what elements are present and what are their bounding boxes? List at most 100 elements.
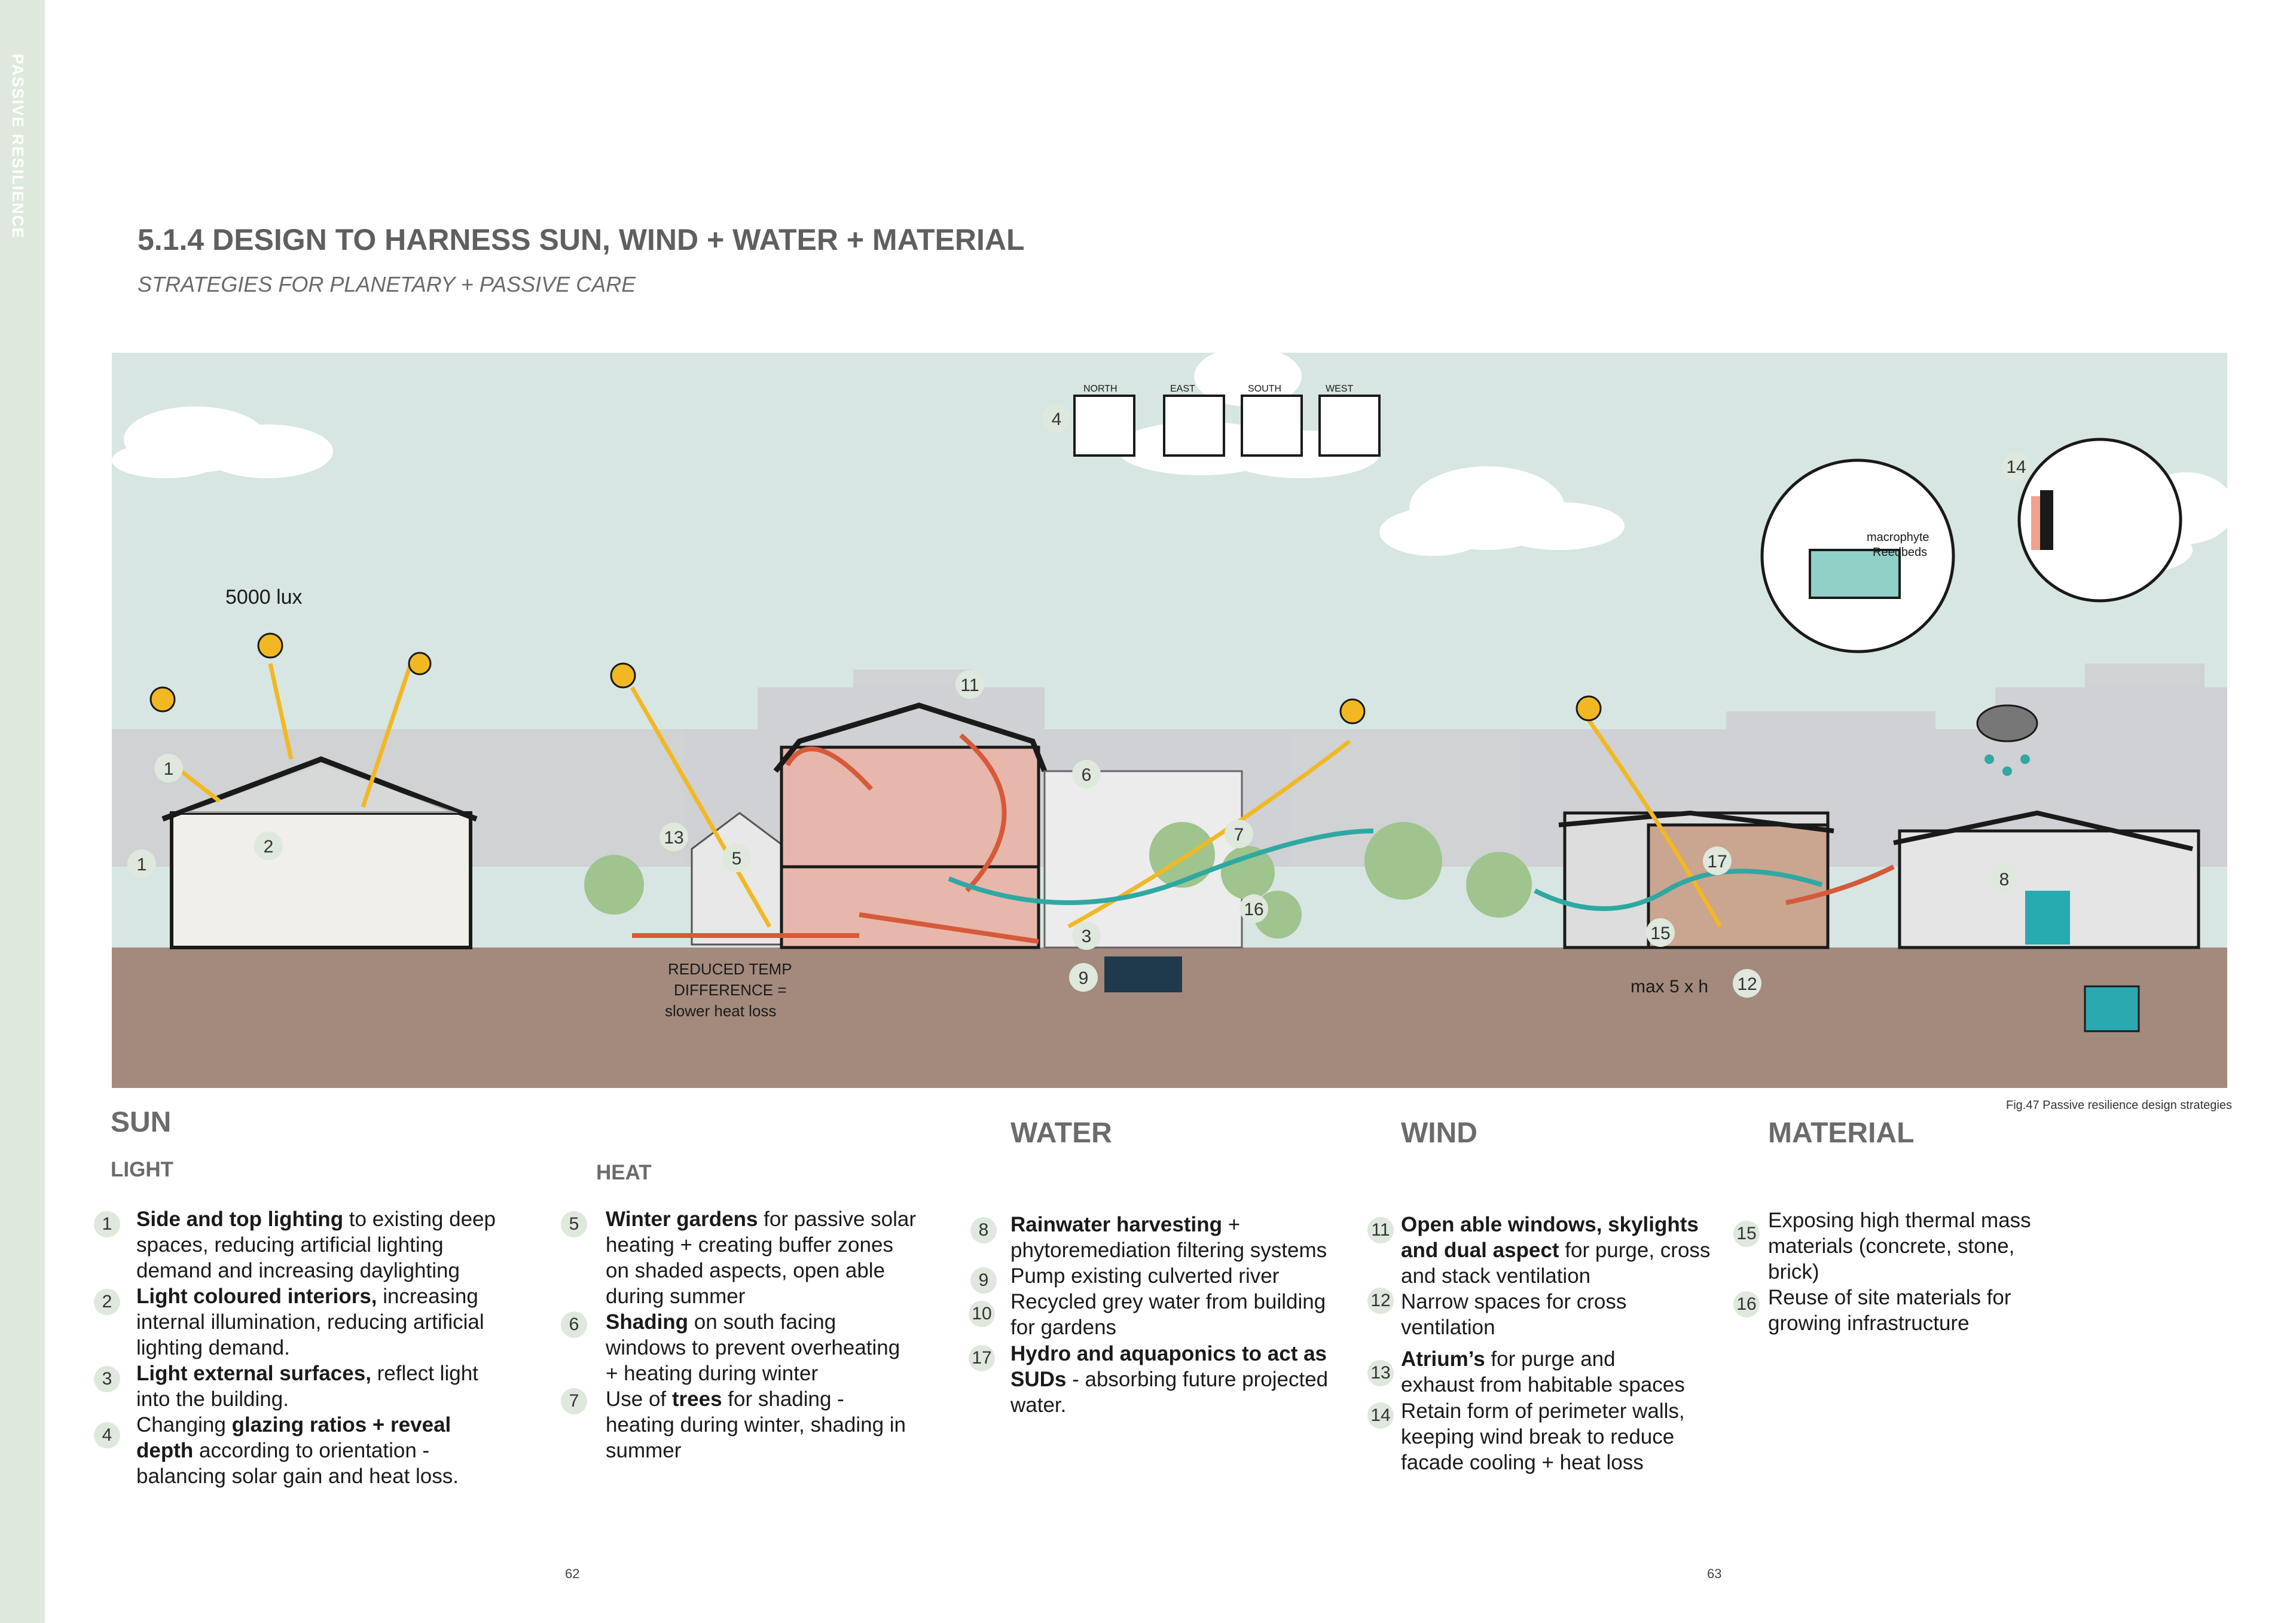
marker-7 <box>1225 820 1253 848</box>
marker-2 <box>254 832 283 860</box>
marker-16 <box>1239 894 1268 923</box>
marker-1b <box>127 849 156 878</box>
item-number: 16 <box>1733 1291 1760 1318</box>
item-number: 7 <box>561 1388 587 1414</box>
svg-text:5: 5 <box>732 849 742 869</box>
item-13: Atrium’s for purge and exhaust from habi… <box>1401 1347 1685 1396</box>
building-hall <box>161 756 478 949</box>
svg-text:4: 4 <box>1052 409 1062 429</box>
orientation-north-label: NORTH <box>1083 384 1118 394</box>
svg-text:6: 6 <box>1082 765 1092 785</box>
marker-5 <box>722 843 751 872</box>
marker-1 <box>154 754 183 783</box>
svg-text:12: 12 <box>1737 974 1757 994</box>
item-number: 17 <box>969 1345 995 1371</box>
wall-detail <box>2040 490 2053 550</box>
svg-text:1: 1 <box>164 759 174 779</box>
svg-text:2: 2 <box>264 837 274 857</box>
item-number: 9 <box>970 1267 997 1294</box>
item-6: Shading on south facing windows to preve… <box>606 1310 900 1385</box>
subsection-heat: HEAT <box>596 1161 652 1184</box>
item-7: Use of trees for shading - heating durin… <box>606 1387 906 1462</box>
building-greenhouse <box>1558 810 1834 949</box>
sun-icon <box>149 632 1602 725</box>
svg-text:7: 7 <box>1234 825 1244 845</box>
temp-note-line2: DIFFERENCE = <box>674 981 787 999</box>
marker-12 <box>1733 969 1761 998</box>
item-number: 12 <box>1367 1288 1394 1314</box>
item-17: Hydro and aquaponics to act as SUDs - ab… <box>1010 1342 1329 1417</box>
lux-label: 5000 lux <box>225 586 303 609</box>
heat-flow-arrows <box>632 733 1895 944</box>
marker-15 <box>1646 918 1675 947</box>
svg-text:9: 9 <box>1079 968 1089 988</box>
reedbeds-label: Reedbeds <box>1873 546 1927 559</box>
marker-17 <box>1703 846 1732 875</box>
svg-text:17: 17 <box>1707 852 1727 872</box>
marker-14 <box>2002 452 2031 481</box>
orientation-east-label: EAST <box>1170 384 1195 394</box>
subsection-light: LIGHT <box>111 1158 173 1181</box>
item-4: Changing glazing ratios + reveal depth a… <box>136 1413 459 1488</box>
side-tab: PASSIVE RESILIENCE <box>0 0 45 1623</box>
sun-rays <box>164 662 1723 929</box>
svg-text:1: 1 <box>137 855 147 875</box>
item-number: 11 <box>1367 1217 1394 1243</box>
orientation-diagram <box>1073 395 1381 457</box>
item-number: 3 <box>94 1366 120 1392</box>
item-number: 6 <box>561 1312 587 1338</box>
rain-drops-icon <box>1984 754 2030 776</box>
section-material: MATERIAL <box>1768 1117 1915 1149</box>
item-2: Light coloured interiors, increasing int… <box>136 1285 484 1359</box>
page-subtitle: STRATEGIES FOR PLANETARY + PASSIVE CARE <box>138 272 636 297</box>
section-wind: WIND <box>1401 1117 1477 1149</box>
max-height-note: max 5 x h <box>1631 977 1708 997</box>
item-1: Side and top lighting to existing deep s… <box>136 1208 496 1282</box>
reedbed-box <box>1809 549 1901 599</box>
orientation-west-label: WEST <box>1326 384 1353 394</box>
item-number: 14 <box>1367 1402 1394 1429</box>
svg-text:15: 15 <box>1650 924 1670 943</box>
marker-6 <box>1072 760 1101 788</box>
heat-wall-tint <box>2031 496 2040 550</box>
svg-text:14: 14 <box>2006 457 2026 477</box>
temp-note-line1: REDUCED TEMP <box>668 960 792 978</box>
item-14: Retain form of perimeter walls,keeping w… <box>1401 1399 1685 1474</box>
section-water: WATER <box>1010 1117 1112 1149</box>
wind-flow-arrows <box>948 829 1823 911</box>
svg-text:16: 16 <box>1244 900 1263 919</box>
marker-13 <box>660 823 688 851</box>
page-number-left: 62 <box>565 1566 580 1581</box>
figure-markers: 1 1 2 4 11 6 13 5 7 16 3 9 17 15 12 8 14 <box>127 404 2031 998</box>
svg-text:8: 8 <box>1999 870 2010 890</box>
page-title: 5.1.4 DESIGN TO HARNESS SUN, WIND + WATE… <box>138 223 1025 256</box>
item-number: 2 <box>94 1289 120 1315</box>
item-5: Winter gardens for passive solar heating… <box>606 1208 917 1308</box>
item-number: 1 <box>94 1211 120 1237</box>
rain-tank <box>2084 985 2140 1032</box>
rain-cloud-icon <box>1976 704 2038 742</box>
marker-11 <box>955 670 984 699</box>
section-illustration: NORTH EAST SOUTH WEST macrophyte Reedbed… <box>112 353 2227 1088</box>
item-number: 5 <box>561 1211 587 1237</box>
item-3: Light external surfaces, reflect light i… <box>136 1362 478 1411</box>
macrophyte-label: macrophyte <box>1867 531 1929 544</box>
item-number: 10 <box>969 1301 995 1327</box>
marker-9 <box>1069 963 1098 992</box>
item-number: 15 <box>1733 1221 1760 1247</box>
item-number: 4 <box>94 1422 120 1448</box>
svg-text:11: 11 <box>960 676 979 695</box>
culvert-tank <box>1104 956 1182 992</box>
page-number-right: 63 <box>1707 1566 1722 1581</box>
orientation-south-label: SOUTH <box>1248 384 1281 394</box>
item-number: 8 <box>970 1217 997 1243</box>
temp-note-line3: slower heat loss <box>665 1002 776 1020</box>
svg-text:3: 3 <box>1082 927 1092 946</box>
side-tab-label: PASSIVE RESILIENCE <box>9 54 27 240</box>
item-11: Open able windows, skylights and dual as… <box>1401 1213 1711 1288</box>
marker-8 <box>1990 864 2019 893</box>
